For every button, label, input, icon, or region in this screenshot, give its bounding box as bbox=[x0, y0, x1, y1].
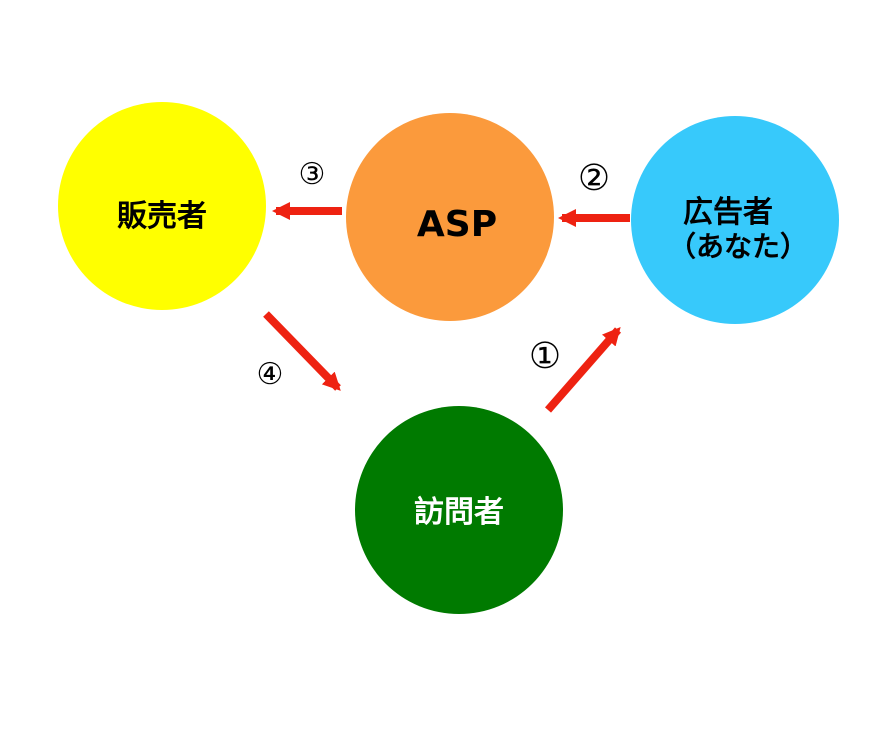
visitor-node: 訪問者 bbox=[355, 406, 563, 614]
seller-node: 販売者 bbox=[58, 102, 266, 310]
visitor-circle bbox=[355, 406, 563, 614]
seller-label: 販売者 bbox=[117, 199, 207, 234]
advertiser-label-line1: 広告者 bbox=[683, 195, 773, 230]
step-number-1: ① bbox=[529, 336, 561, 377]
step-number-4: ④ bbox=[257, 357, 284, 392]
arrow-seller-to-visitor bbox=[263, 311, 341, 391]
step-number-3: ③ bbox=[299, 157, 326, 192]
arrow-visitor-to-advertiser bbox=[544, 326, 622, 413]
advertiser-node: 広告者 （あなた） bbox=[631, 116, 839, 324]
asp-node: ASP bbox=[346, 113, 554, 321]
advertiser-label-line2: （あなた） bbox=[668, 230, 808, 263]
advertiser-circle bbox=[631, 116, 839, 324]
asp-label: ASP bbox=[417, 204, 497, 245]
visitor-label: 訪問者 bbox=[414, 495, 504, 530]
seller-circle bbox=[58, 102, 266, 310]
step-number-2: ② bbox=[578, 158, 610, 199]
asp-circle bbox=[346, 113, 554, 321]
